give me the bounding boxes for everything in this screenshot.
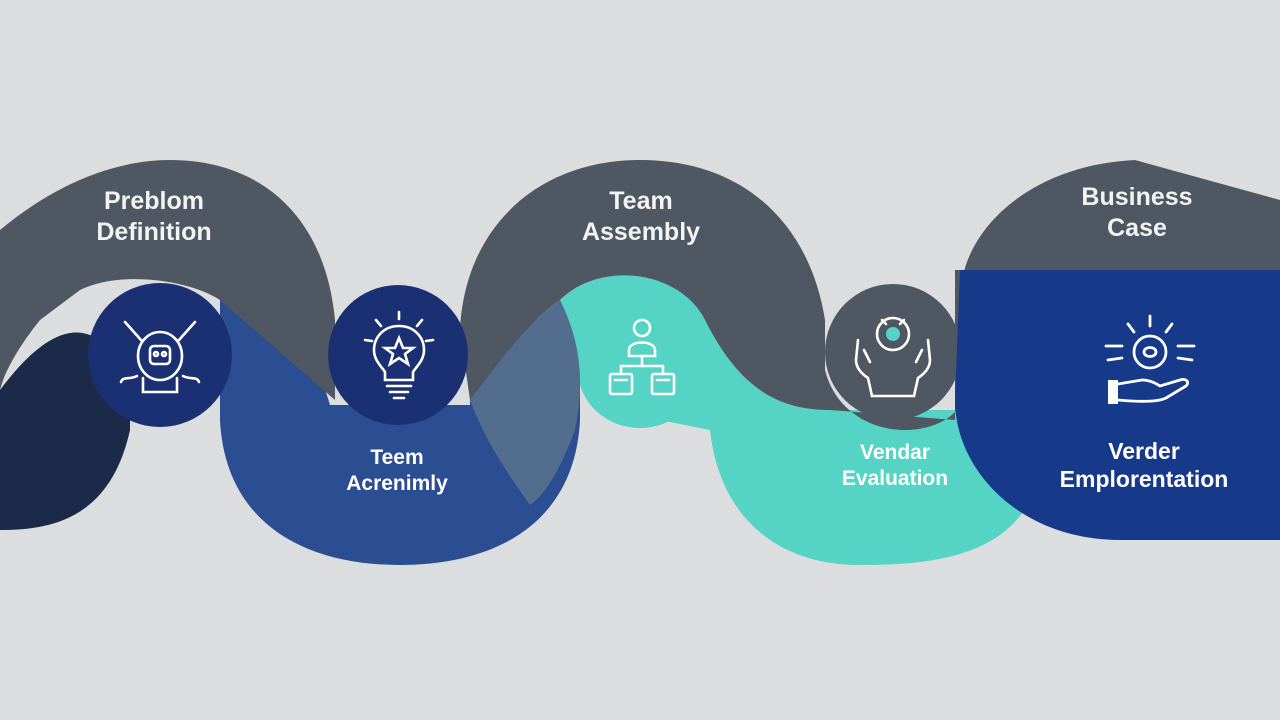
slate-overlap bbox=[470, 300, 580, 505]
stage-label-problem-definition: Preblom Definition bbox=[96, 187, 212, 246]
node-right-gray bbox=[825, 284, 961, 420]
target-robot-icon bbox=[119, 320, 201, 394]
hierarchy-team-icon bbox=[608, 318, 676, 396]
hand-lightbulb-icon bbox=[1104, 314, 1196, 404]
teal-drop bbox=[578, 312, 702, 428]
gray-arc-middle bbox=[460, 160, 1280, 430]
gray-arc-left bbox=[0, 160, 335, 400]
node-left-navy bbox=[88, 283, 232, 427]
stage-label-verder-emplorentation: Verder Emplorentation bbox=[1059, 438, 1229, 493]
stage-label-vendar-evaluation: Vendar Evaluation bbox=[841, 441, 949, 490]
node-center-navy bbox=[328, 285, 468, 425]
business-case-block bbox=[955, 270, 1280, 540]
stage-label-business-case: Business Case bbox=[1081, 183, 1193, 242]
stage-label-teem-acrenimly: Teem Acrenimly bbox=[346, 446, 448, 495]
star-lightbulb-icon bbox=[363, 310, 435, 400]
hands-sensor-icon bbox=[854, 316, 932, 398]
stage-label-team-assembly: Team Assembly bbox=[581, 187, 701, 246]
